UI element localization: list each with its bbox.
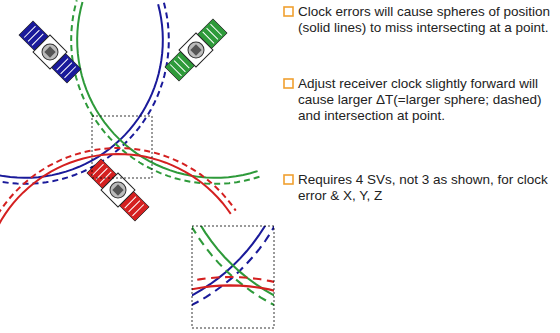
panel-line xyxy=(210,24,221,35)
solid-sphere xyxy=(77,2,257,178)
bullet xyxy=(284,175,293,184)
satellite-core xyxy=(190,44,201,55)
satellite-core xyxy=(44,46,55,57)
note-text: Adjust receiver clock slightly forward w… xyxy=(298,76,554,124)
solid-sphere xyxy=(0,154,231,226)
solid-sphere xyxy=(192,226,274,319)
sphere-arcs xyxy=(0,0,259,226)
satellite-dish xyxy=(39,41,62,64)
inset-box xyxy=(192,226,274,328)
bullet xyxy=(284,7,293,16)
satellite xyxy=(17,19,82,84)
panel-line xyxy=(132,204,143,215)
satellites xyxy=(17,17,228,222)
dashed-sphere xyxy=(192,277,274,328)
satellite-dish xyxy=(107,179,130,202)
panel-line xyxy=(64,66,75,77)
bullet xyxy=(284,79,293,88)
satellite-body xyxy=(33,35,67,69)
satellite xyxy=(85,157,150,222)
satellite xyxy=(163,17,228,82)
inset-arcs xyxy=(192,226,274,328)
zoom-region xyxy=(92,116,152,178)
note-text: Requires 4 SVs, not 3 as shown, for cloc… xyxy=(298,172,554,204)
solid-sphere xyxy=(0,4,163,178)
satellite-dish xyxy=(185,39,208,62)
dashed-sphere xyxy=(0,148,236,223)
solid-sphere xyxy=(192,226,274,319)
note-text: Clock errors will cause spheres of posit… xyxy=(298,4,554,36)
satellite-body xyxy=(179,33,213,67)
satellite-core xyxy=(112,184,123,195)
solid-sphere xyxy=(192,285,274,328)
